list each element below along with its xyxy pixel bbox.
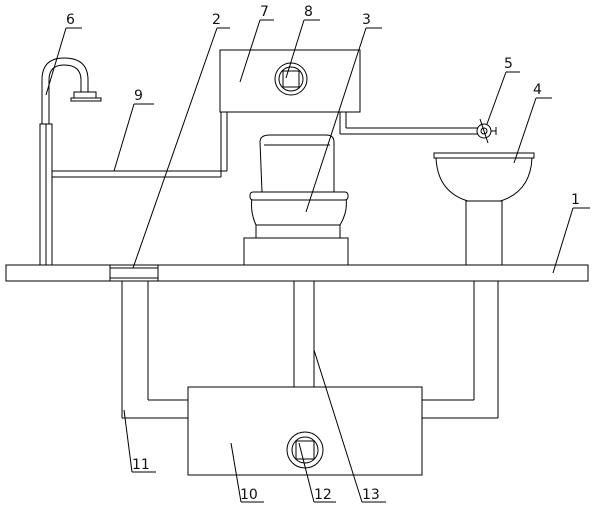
label-4: 4 bbox=[533, 82, 542, 98]
water-tank bbox=[219, 49, 361, 113]
label-7: 7 bbox=[260, 4, 269, 20]
collection-tank bbox=[187, 386, 423, 476]
label-11: 11 bbox=[132, 457, 150, 473]
label-13: 13 bbox=[362, 487, 380, 503]
leader-lines bbox=[45, 19, 590, 503]
tank-pump-lower bbox=[286, 431, 324, 469]
label-12: 12 bbox=[314, 487, 332, 503]
floor-drain bbox=[109, 264, 159, 282]
label-5: 5 bbox=[504, 56, 513, 72]
floor-slab bbox=[5, 264, 589, 282]
valve bbox=[476, 118, 497, 144]
basin-drain-pipe bbox=[422, 281, 499, 419]
label-8: 8 bbox=[304, 4, 313, 20]
label-2: 2 bbox=[212, 12, 221, 28]
label-1: 1 bbox=[571, 192, 580, 208]
label-9: 9 bbox=[134, 88, 143, 104]
toilet bbox=[243, 134, 349, 266]
shower-head bbox=[39, 57, 102, 266]
label-3: 3 bbox=[362, 12, 371, 28]
tank-pump bbox=[274, 62, 308, 96]
basin-supply-pipe bbox=[339, 112, 478, 135]
label-6: 6 bbox=[66, 12, 75, 28]
connecting-pipe bbox=[52, 112, 228, 178]
label-10: 10 bbox=[240, 487, 258, 503]
wash-basin bbox=[433, 152, 535, 266]
drain-pipe bbox=[121, 281, 188, 419]
toilet-drain-pipe bbox=[293, 281, 315, 387]
